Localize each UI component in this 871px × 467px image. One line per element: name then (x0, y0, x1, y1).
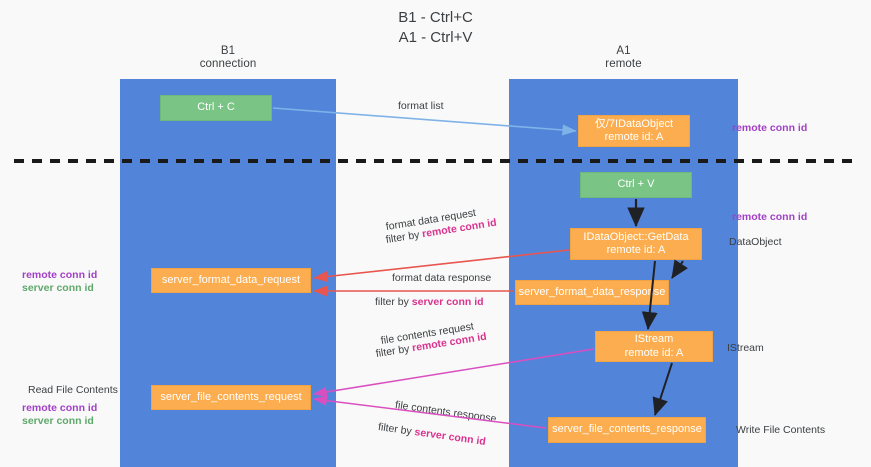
title-line-2: A1 - Ctrl+V (398, 29, 473, 46)
lane-header-b1-name: B1 (220, 45, 236, 57)
side-label-right-dataobject: DataObject (729, 236, 782, 248)
node-idataobject-subtitle: remote id: A (604, 131, 664, 143)
node-ctrl-v[interactable]: Ctrl + V (580, 172, 692, 198)
node-server-file-contents-request[interactable]: server_file_contents_request (151, 385, 311, 410)
lane-header-a1-subtitle: remote (605, 58, 642, 70)
phase-divider (14, 159, 859, 163)
node-server-file-contents-response-label: server_file_contents_response (552, 423, 702, 436)
server-conn-id-key: server conn id (411, 296, 484, 308)
node-istream[interactable]: IStream remote id: A (595, 331, 713, 362)
side-label-right-remote-conn-id-1: remote conn id (732, 122, 808, 134)
node-server-file-contents-response[interactable]: server_file_contents_response (548, 417, 706, 443)
edge-label-format-data-response: format data response (392, 272, 492, 284)
node-server-file-contents-request-label: server_file_contents_request (160, 390, 302, 403)
node-server-format-data-request[interactable]: server_format_data_request (151, 268, 311, 293)
lane-header-a1: A1 remote (509, 45, 738, 71)
node-ctrl-c[interactable]: Ctrl + C (160, 95, 272, 121)
side-label-right-write-file-contents: Write File Contents (736, 424, 826, 436)
side-label-right-remote-conn-id-2: remote conn id (732, 211, 808, 223)
node-istream-title: IStream (634, 333, 674, 345)
edge-label-format-list: format list (398, 100, 444, 112)
node-idataobject-title: 仅/7IDataObject (594, 117, 674, 130)
lane-header-b1-subtitle: connection (199, 58, 257, 70)
edge-label-format-data-response-filter: filter by server conn id (375, 296, 484, 309)
node-idataobject-getdata[interactable]: IDataObject::GetData remote id: A (570, 228, 702, 260)
node-getdata-subtitle: remote id: A (606, 244, 666, 256)
node-idataobject[interactable]: 仅/7IDataObject remote id: A (578, 115, 690, 147)
node-ctrl-c-label: Ctrl + C (197, 101, 235, 114)
side-label-left-remote-conn-id-2: remote conn id (22, 402, 98, 414)
node-ctrl-v-label: Ctrl + V (617, 178, 655, 191)
lane-header-a1-name: A1 (616, 45, 631, 57)
side-label-left-read-file-contents: Read File Contents (28, 384, 118, 396)
side-label-left-server-conn-id-1: server conn id (22, 282, 94, 294)
side-label-left-server-conn-id-2: server conn id (22, 415, 94, 427)
diagram-title: B1 - Ctrl+C A1 - Ctrl+V (0, 8, 871, 48)
node-server-format-data-request-label: server_format_data_request (161, 273, 301, 286)
side-label-right-istream: IStream (727, 342, 764, 354)
node-istream-subtitle: remote id: A (624, 346, 684, 359)
node-server-format-data-response-label: server_format_data_response (518, 285, 666, 298)
filter-by-text: filter by (375, 296, 412, 308)
node-getdata-title: IDataObject::GetData (583, 230, 689, 243)
node-server-format-data-response[interactable]: server_format_data_response (515, 280, 669, 305)
side-label-left-remote-conn-id-1: remote conn id (22, 269, 98, 281)
title-line-1: B1 - Ctrl+C (398, 9, 473, 26)
lane-header-b1: B1 connection (120, 45, 336, 71)
